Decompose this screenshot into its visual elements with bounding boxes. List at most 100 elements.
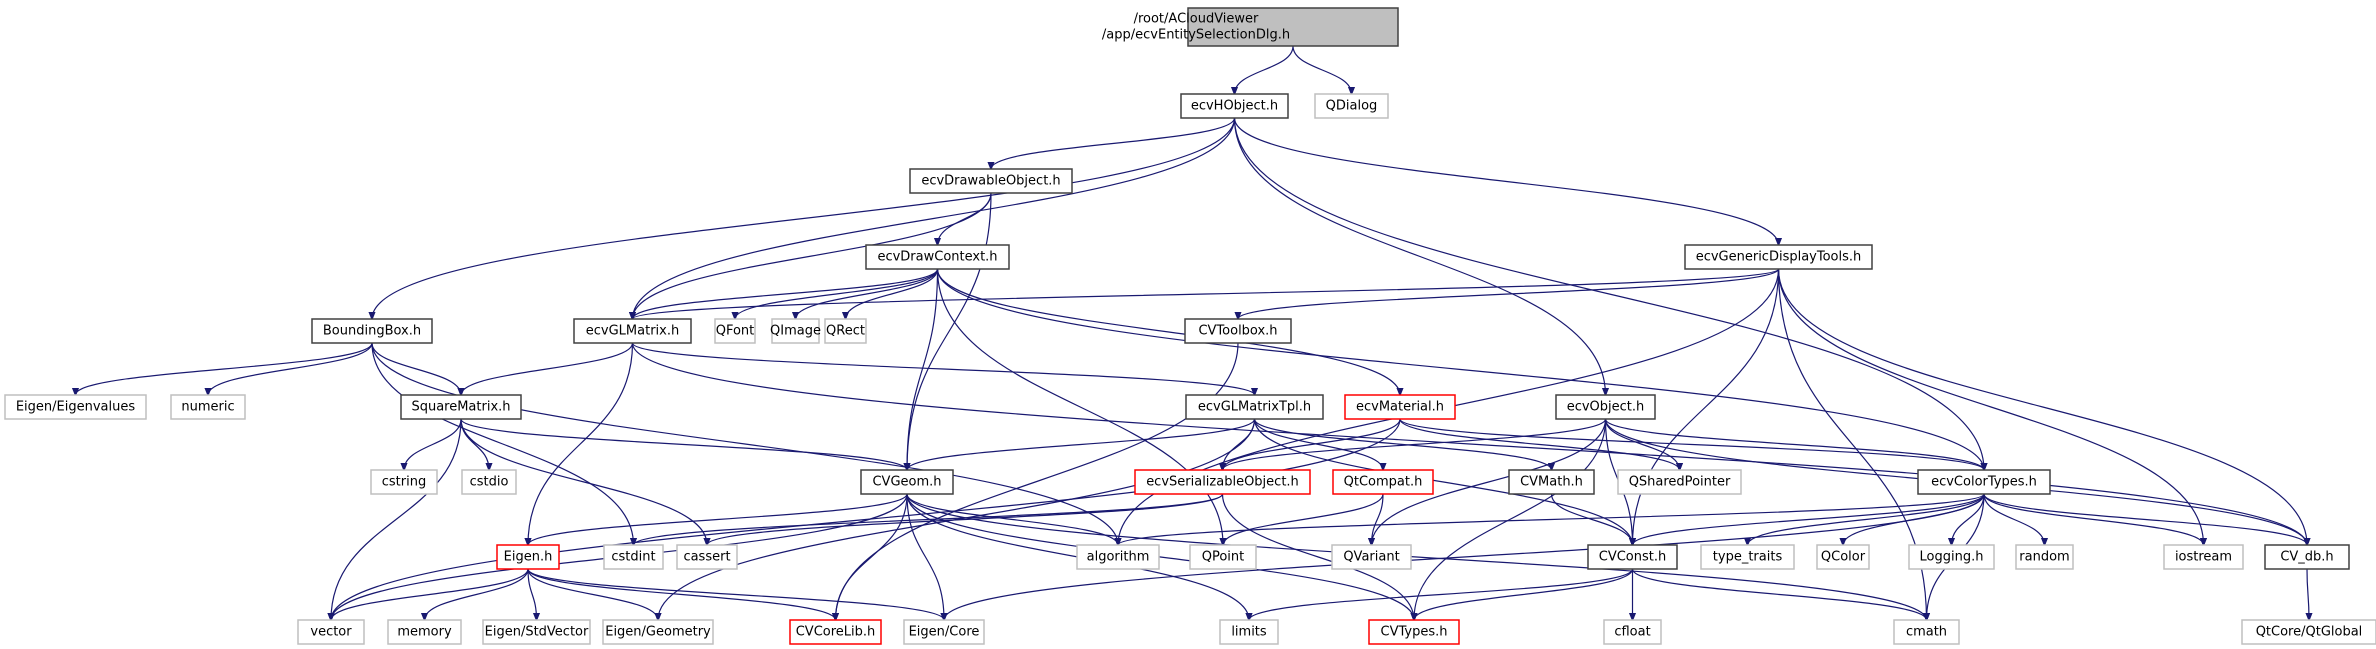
node-label: ecvObject.h (1567, 400, 1645, 415)
edge-root-to-qdialog (1292, 45, 1352, 94)
node-box (370, 469, 438, 495)
node-square-matrix[interactable]: SquareMatrix.h (400, 394, 522, 420)
node-box (602, 619, 714, 645)
edge-ecv-drawable-object-to-cvgeom (907, 192, 992, 470)
node-label: QFont (716, 324, 755, 339)
node-label: CV_db.h (2280, 550, 2333, 565)
node-box (714, 318, 756, 344)
edge-ecv-generic-display-tools-to-iostream (1777, 268, 2204, 545)
edge-bounding-box-to-algorithm (371, 342, 1118, 545)
edge-ecv-draw-context-to-cvgeom (907, 268, 939, 470)
node-box (1314, 93, 1389, 119)
edge-ecv-draw-context-to-qfont (735, 268, 939, 319)
node-label: numeric (181, 400, 234, 415)
node-ecv-color-types[interactable]: ecvColorTypes.h (1917, 469, 2051, 495)
node-qdialog: QDialog (1314, 93, 1389, 119)
node-box (603, 544, 664, 570)
node-label: ecvDrawableObject.h (921, 174, 1060, 189)
node-box (1816, 544, 1870, 570)
node-cvtypes[interactable]: CVTypes.h (1368, 619, 1460, 645)
node-label: ecvGenericDisplayTools.h (1696, 250, 1862, 265)
node-cvtoolbox[interactable]: CVToolbox.h (1184, 318, 1292, 344)
node-box (387, 619, 462, 645)
node-label: ecvColorTypes.h (1931, 475, 2037, 490)
node-label: Logging.h (1920, 550, 1984, 565)
edge-eigen-h-to-eigen-std-vector (527, 568, 537, 620)
edge-ecv-glmatrix-tpl-to-cvgeom (907, 418, 1256, 470)
node-ecv-drawable-object[interactable]: ecvDrawableObject.h (909, 168, 1073, 194)
node-box (1368, 619, 1460, 645)
node-label: QtCore/QtGlobal (2256, 625, 2363, 640)
node-label: cassert (683, 550, 730, 565)
node-label: ecvMaterial.h (1356, 400, 1444, 415)
edge-ecv-glmatrix-to-ecv-glmatrix-tpl (631, 342, 1255, 395)
edge-ecv-generic-display-tools-to-cvconst (1633, 268, 1780, 545)
node-ecv-hobject[interactable]: ecvHObject.h (1180, 93, 1289, 119)
edge-ecv-material-to-qshared-pointer (1399, 418, 1680, 470)
node-label: ecvDrawContext.h (877, 250, 997, 265)
edge-ecv-hobject-to-ecv-object (1233, 117, 1606, 395)
node-ecv-generic-display-tools[interactable]: ecvGenericDisplayTools.h (1684, 244, 1873, 270)
node-ecv-glmatrix[interactable]: ecvGLMatrix.h (573, 318, 692, 344)
edge-ecv-object-to-qvariant (1372, 418, 1607, 545)
edge-ecv-color-types-to-logging (1952, 493, 1985, 545)
edge-ecv-color-types-to-algorithm (1118, 493, 1985, 545)
edge-ecv-generic-display-tools-to-cv-db (1777, 268, 2308, 545)
node-ecv-serializable-object[interactable]: ecvSerializableObject.h (1134, 469, 1311, 495)
edge-ecv-serializable-object-to-cassert (707, 493, 1224, 545)
node-label: random (2019, 550, 2069, 565)
node-label: CVMath.h (1520, 475, 1583, 490)
edge-ecv-drawable-object-to-ecv-glmatrix (633, 192, 992, 319)
edge-ecv-draw-context-to-qpoint (936, 268, 1224, 545)
node-label: ecvSerializableObject.h (1146, 475, 1299, 490)
node-box (2241, 619, 2376, 645)
node-box (909, 168, 1073, 194)
edge-cvgeom-to-cvtypes (906, 493, 1414, 620)
node-label: CVCoreLib.h (796, 625, 876, 640)
edge-square-matrix-to-cassert (460, 418, 707, 545)
node-box (2264, 544, 2350, 570)
edge-cvgeom-to-eigen-core (906, 493, 944, 620)
edge-cvconst-to-cvtypes (1414, 568, 1634, 620)
node-bounding-box[interactable]: BoundingBox.h (311, 318, 433, 344)
node-cv-db[interactable]: CV_db.h (2264, 544, 2350, 570)
node-ecv-draw-context[interactable]: ecvDrawContext.h (865, 244, 1010, 270)
edge-cv-db-to-qt-core-qt-global (2307, 568, 2309, 620)
node-qfont: QFont (714, 318, 756, 344)
node-qt-compat[interactable]: QtCompat.h (1332, 469, 1434, 495)
edge-ecv-glmatrix-to-cv-db (631, 342, 2308, 545)
edge-cvgeom-to-eigen-h (528, 493, 908, 545)
node-algorithm: algorithm (1076, 544, 1160, 570)
node-eigen-h[interactable]: Eigen.h (496, 544, 560, 570)
node-eigen-eigenvalues: Eigen/Eigenvalues (4, 394, 147, 420)
node-label: Eigen/Eigenvalues (16, 400, 136, 415)
edge-qt-compat-to-qpoint (1223, 493, 1384, 545)
edge-eigen-h-to-eigen-geometry (527, 568, 658, 620)
node-label: CVToolbox.h (1198, 324, 1277, 339)
node-box (1700, 544, 1795, 570)
node-box (824, 318, 867, 344)
edge-ecv-glmatrix-tpl-to-ecv-serializable-object (1223, 418, 1256, 470)
node-ecv-glmatrix-tpl[interactable]: ecvGLMatrixTpl.h (1185, 394, 1324, 420)
edge-root-to-ecv-hobject (1235, 45, 1294, 94)
node-ecv-material[interactable]: ecvMaterial.h (1344, 394, 1456, 420)
node-label: ecvGLMatrixTpl.h (1198, 400, 1311, 415)
edge-ecv-hobject-to-ecv-generic-display-tools (1233, 117, 1779, 245)
node-label: QPoint (1202, 550, 1245, 565)
node-cvconst[interactable]: CVConst.h (1587, 544, 1678, 570)
node-box (789, 619, 882, 645)
node-box (1331, 544, 1412, 570)
node-cvgeom[interactable]: CVGeom.h (860, 469, 954, 495)
node-cfloat: cfloat (1603, 619, 1662, 645)
node-label: cstdio (470, 475, 509, 490)
node-label: Eigen/Core (909, 625, 980, 640)
node-label: QColor (1821, 550, 1866, 565)
edge-ecv-draw-context-to-qimage (796, 268, 939, 319)
node-box (1189, 544, 1257, 570)
node-root[interactable]: /root/ACloudViewer/app/ecvEntitySelectio… (1102, 7, 1399, 47)
node-ecv-object[interactable]: ecvObject.h (1555, 394, 1656, 420)
node-cvmath[interactable]: CVMath.h (1508, 469, 1595, 495)
edge-ecv-hobject-to-ecv-drawable-object (991, 117, 1236, 169)
node-cvcore-lib[interactable]: CVCoreLib.h (789, 619, 882, 645)
node-box (1617, 469, 1742, 495)
